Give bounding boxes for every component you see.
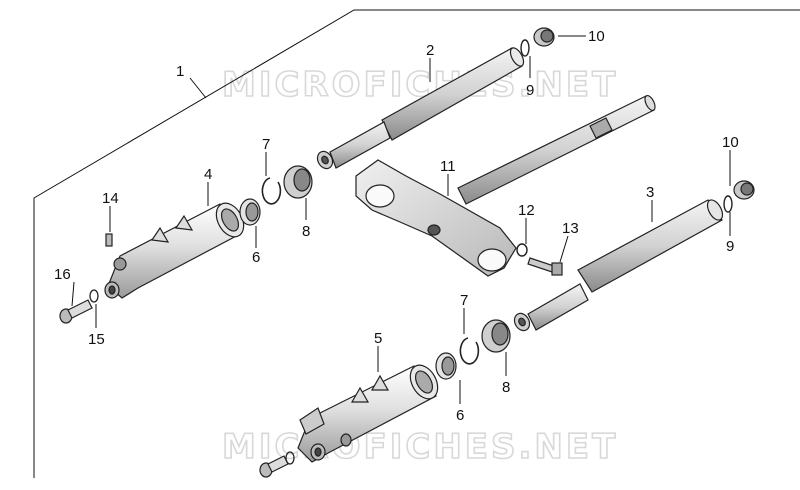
callout-7-top: 7 [262, 136, 270, 153]
callout-3: 3 [646, 184, 654, 201]
assembly-bracket [33, 9, 800, 478]
part-7-top-circlip [261, 177, 282, 205]
callout-4: 4 [204, 166, 212, 183]
callout-11: 11 [440, 158, 456, 175]
part-6-bottom-bush [435, 352, 457, 380]
part-10-top-cap [533, 27, 555, 47]
part-16-bolt [59, 299, 93, 324]
part-2-stanchion-upper [316, 47, 525, 170]
callout-1: 1 [176, 63, 184, 80]
watermark-top: MICROFICHES.NET [222, 65, 618, 105]
callout-12: 12 [518, 202, 535, 219]
part-14-screw [105, 233, 113, 247]
callout-16: 16 [54, 266, 71, 283]
lower-leg-bolt [259, 451, 295, 478]
part-15-washer [89, 289, 99, 303]
callout-14: 14 [102, 190, 119, 207]
callout-9-right: 9 [726, 238, 734, 255]
part-7-bottom-circlip [459, 337, 480, 365]
callout-9-top: 9 [526, 82, 534, 99]
callout-15: 15 [88, 331, 105, 348]
leader-lines [71, 35, 731, 404]
part-3-stanchion-lower [513, 199, 724, 332]
callout-10-top: 10 [588, 28, 605, 45]
callout-8-bottom: 8 [502, 379, 510, 396]
callout-13: 13 [562, 220, 579, 237]
part-10-right-cap [733, 180, 755, 200]
callout-6-bottom: 6 [456, 407, 464, 424]
callout-8-top: 8 [302, 223, 310, 240]
callout-2: 2 [426, 42, 434, 59]
part-5-slider-lower [297, 364, 439, 463]
callout-5: 5 [374, 330, 382, 347]
part-6-top-bush [239, 198, 261, 226]
callout-10-right: 10 [722, 134, 739, 151]
callout-7-bottom: 7 [460, 292, 468, 309]
callout-6-top: 6 [252, 249, 260, 266]
part-8-bottom-seal [481, 319, 511, 353]
part-11-triple-clamp [355, 159, 517, 277]
part-9-right-oring [723, 195, 733, 213]
part-9-top-oring [520, 39, 530, 57]
part-11-steering-stem [457, 94, 656, 205]
part-8-top-seal [283, 165, 313, 199]
part-13-bolt [527, 257, 563, 276]
part-4-slider-upper [104, 202, 245, 299]
part-12-washer [516, 243, 528, 257]
